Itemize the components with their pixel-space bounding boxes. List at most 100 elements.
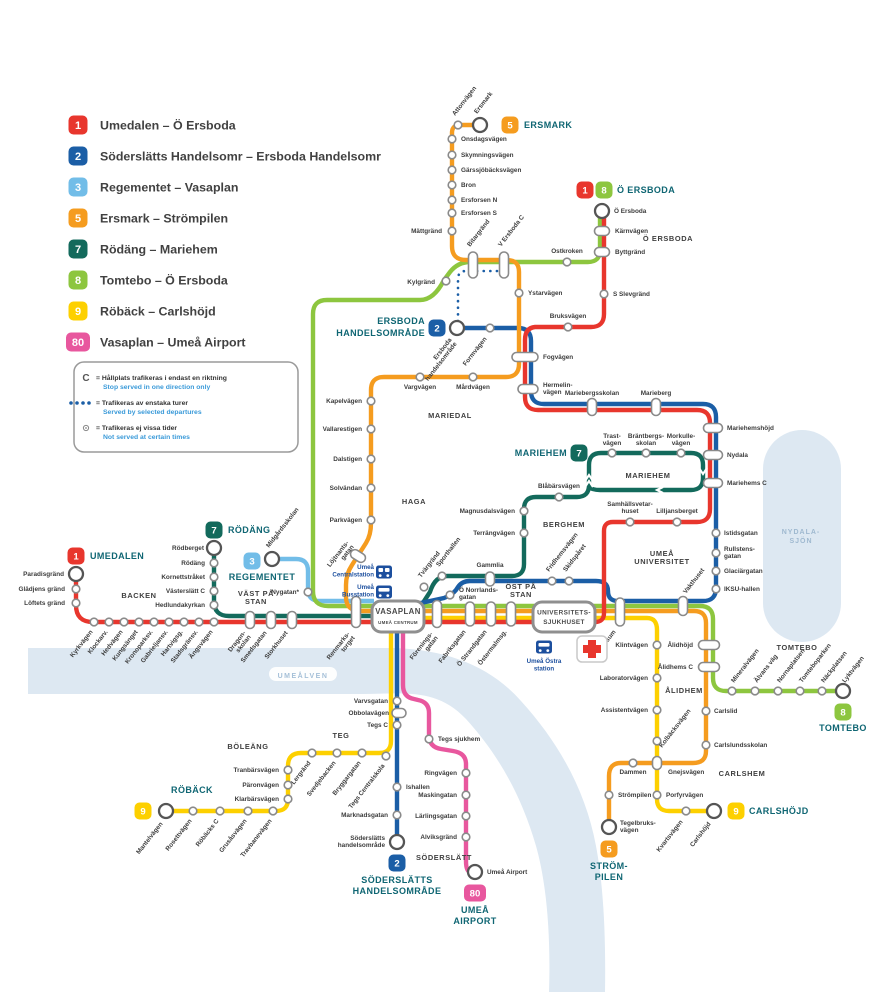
svg-text:Nydala: Nydala xyxy=(727,452,748,459)
svg-text:Ersforsen S: Ersforsen S xyxy=(461,210,498,217)
stop-Nydala: Nydala xyxy=(702,449,748,461)
svg-text:Istidsgatan: Istidsgatan xyxy=(724,530,758,537)
stop-Carlslid: Carlslid xyxy=(701,706,738,716)
stop-marker xyxy=(711,548,721,558)
stop-Blåbärsvägen: Blåbärsvägen xyxy=(538,482,580,502)
svg-text:Onsdagsvägen: Onsdagsvägen xyxy=(461,136,507,143)
stop-marker xyxy=(672,517,682,527)
stop-Ostkroken: Ostkroken xyxy=(551,248,583,267)
stop-marker xyxy=(104,617,114,627)
svg-text:Laboratorvägen: Laboratorvägen xyxy=(600,675,648,682)
legend-row-9: 9 Röbäck – Carlshöjd xyxy=(68,301,216,321)
svg-text:UNIVERSITET: UNIVERSITET xyxy=(634,557,689,566)
stop-Löftets gränd: Löftets gränd xyxy=(24,598,81,608)
route-badge-5: 5 xyxy=(501,116,519,134)
stop-marker xyxy=(424,734,434,744)
route-badge-9: 9 xyxy=(68,301,88,321)
route-line-9 xyxy=(166,615,710,814)
svg-text:Formvägen: Formvägen xyxy=(462,336,489,368)
svg-text:NYDALA-: NYDALA- xyxy=(782,529,821,536)
stop-marker xyxy=(392,810,402,820)
svg-text:UNIVERSITETS-: UNIVERSITETS- xyxy=(537,610,591,617)
stop-label: Mantelvägen xyxy=(135,821,164,856)
svg-text:Vargvägen: Vargvägen xyxy=(404,384,436,391)
svg-text:Kornettstråket: Kornettstråket xyxy=(161,573,206,581)
svg-text:80: 80 xyxy=(72,337,84,349)
svg-text:VÄST PÅ: VÄST PÅ xyxy=(238,589,274,598)
stop-Tegs sjukhem: Tegs sjukhem xyxy=(424,734,480,744)
stop-Mättgränd: Mättgränd xyxy=(411,226,457,236)
stop-Ringvägen: Ringvägen xyxy=(424,768,471,778)
stop-label: Kolbäcksvägen xyxy=(658,708,692,749)
svg-text:Hedlundakyrkan: Hedlundakyrkan xyxy=(155,602,205,609)
stop-marker xyxy=(599,289,609,299)
svg-text:MARIEDAL: MARIEDAL xyxy=(428,411,472,420)
route-badge-5: 5 xyxy=(600,840,618,858)
stop-Rödäng: Rödäng xyxy=(181,558,219,568)
svg-text:S Slevgränd: S Slevgränd xyxy=(613,291,650,298)
svg-text:ÖST PÅ: ÖST PÅ xyxy=(505,582,536,591)
stop-marker xyxy=(514,288,524,298)
svg-text:Strömpilen: Strömpilen xyxy=(618,792,651,799)
stop-Marknadsgatan: Marknadsgatan xyxy=(341,810,402,820)
stop-Paradisgränd: Paradisgränd xyxy=(23,565,85,583)
stop-marker xyxy=(727,686,737,696)
stop-marker xyxy=(179,617,189,627)
svg-text:Rödäng: Rödäng xyxy=(181,560,205,567)
svg-text:1: 1 xyxy=(582,185,588,196)
river-umealven xyxy=(28,648,606,992)
stop-marker xyxy=(366,483,376,493)
svg-text:Ålidhems C: Ålidhems C xyxy=(658,662,694,671)
stop-marker xyxy=(209,600,219,610)
stop-Vallarestigen: Vallarestigen xyxy=(323,424,376,434)
svg-text:V Ersboda C: V Ersboda C xyxy=(497,214,526,249)
svg-text:Umeå Airport: Umeå Airport xyxy=(487,868,528,876)
stop-Umeå Airport: Umeå Airport xyxy=(466,863,528,881)
stop-Gärssjöbäcksvägen: Gärssjöbäcksvägen xyxy=(447,165,521,175)
route-badge-8: 8 xyxy=(834,703,852,721)
svg-text:8: 8 xyxy=(840,707,846,718)
stop-Bitargränd: Bitargränd xyxy=(466,218,492,279)
svg-text:Bruksvägen: Bruksvägen xyxy=(550,313,587,320)
stop-Mariebergsskolan: Mariebergsskolan xyxy=(565,390,619,417)
stop-marker xyxy=(817,686,827,696)
stop-marker xyxy=(243,806,253,816)
svg-text:ERSMARK: ERSMARK xyxy=(524,120,572,130)
svg-text:1: 1 xyxy=(73,551,79,562)
svg-text:Kapelvägen: Kapelvägen xyxy=(326,398,362,405)
svg-text:Päronvägen: Päronvägen xyxy=(242,782,279,789)
svg-text:9: 9 xyxy=(140,806,145,817)
stop-marker xyxy=(795,686,805,696)
stop-Sporthallen: Sporthallen xyxy=(435,536,462,581)
stop-Samhällsvetar- huset: Samhällsvetar-huset xyxy=(607,501,653,527)
route-badge-8: 8 xyxy=(68,270,88,290)
svg-text:vägen: vägen xyxy=(620,827,639,834)
svg-text:Umeå Östra: Umeå Östra xyxy=(527,658,562,665)
stop-marker xyxy=(164,617,174,627)
stop-marker xyxy=(563,322,573,332)
stop-Bron: Bron xyxy=(447,180,476,190)
svg-text:gatan: gatan xyxy=(459,594,476,601)
route-badge-9: 9 xyxy=(134,802,152,820)
svg-text:= Trafikeras av enstaka turer: = Trafikeras av enstaka turer xyxy=(96,400,188,407)
svg-text:Umeå: Umeå xyxy=(357,564,374,571)
stop-marker xyxy=(697,661,721,673)
lake-nydalasjon xyxy=(763,430,841,642)
stop-Päronvägen: Päronvägen xyxy=(242,780,293,790)
stop-Assistentvägen: Assistentvägen xyxy=(601,705,662,715)
stop-marker xyxy=(519,506,529,516)
stop-marker xyxy=(511,351,539,363)
svg-text:Röbäck – Carlshöjd: Röbäck – Carlshöjd xyxy=(100,304,216,318)
stop-Tegs Centralskola: Tegs Centralskola xyxy=(347,751,391,810)
svg-text:Rullstens-: Rullstens- xyxy=(724,546,755,553)
stop-Dalstigen: Dalstigen xyxy=(333,454,376,464)
stop-marker xyxy=(652,705,662,715)
svg-text:Mantelvägen: Mantelvägen xyxy=(135,821,164,856)
svg-text:Ishallen: Ishallen xyxy=(406,784,430,791)
terminus-marker xyxy=(471,116,489,134)
svg-text:Ö ERSBODA: Ö ERSBODA xyxy=(617,185,675,195)
stop-marker xyxy=(283,765,293,775)
